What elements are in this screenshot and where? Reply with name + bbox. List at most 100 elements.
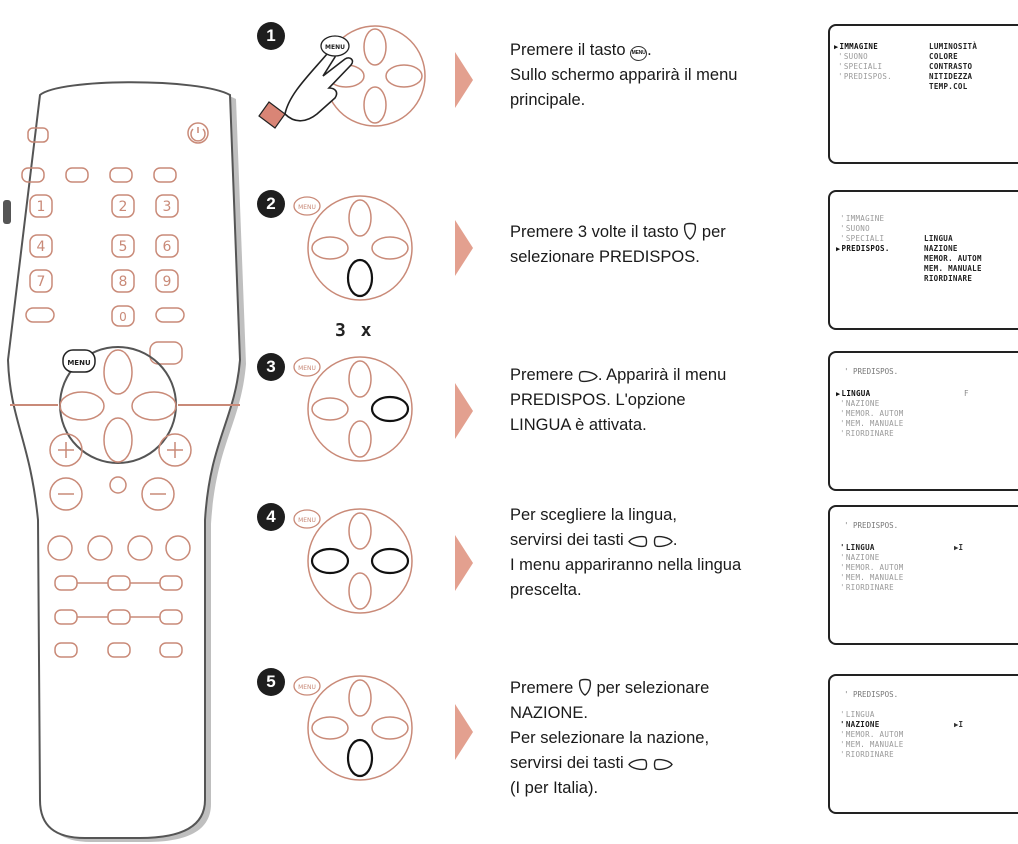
cursor-right-icon [370,395,410,423]
step-1: 1 MENU Premere il tasto MENU. Sullo sche… [255,14,1018,182]
step-3: 3 MENU Premere . Apparirà il menu PREDIS… [255,345,1018,513]
submenu-item: NITIDEZZA [929,72,973,81]
remote-control-illustration: 1 2 3 4 5 6 7 8 9 0 MENU [3,81,246,842]
menu-item: MEM. MANUALE [844,573,904,583]
step-instructions: Premere per selezionare NAZIONE. Per sel… [510,676,810,801]
instruction-line: Premere 3 volte il tasto per [510,222,726,241]
instruction-line: Premere . Apparirà il menu [510,366,727,384]
remote-key-0: 0 [119,310,127,324]
instruction-line: (I per Italia). [510,779,599,797]
menu-item: NAZIONE [844,553,904,563]
cursor-down-icon [346,258,374,298]
menu-item-active: IMMAGINE [840,42,892,52]
cursor-left-icon [628,758,648,771]
menu-item: PREDISPOS. [842,72,892,82]
menu-item: MEM. MANUALE [844,740,904,750]
submenu-item: TEMP.COL [929,82,968,91]
cursor-down-icon [346,738,374,778]
arrow-right-icon [455,52,473,108]
step-number: 5 [257,668,285,696]
menu-item: MEMOR. AUTOM [844,730,904,740]
menu-value: ▶I [954,720,964,729]
menu-list: LINGUA NAZIONE MEMOR. AUTOM MEM. MANUALE… [842,389,904,439]
screen-menu-title: PREDISPOS. [844,690,898,699]
submenu-item: RIORDINARE [924,274,973,283]
menu-item: LINGUA [844,710,904,720]
cursor-right-icon [370,547,410,575]
menu-list: LINGUA NAZIONE MEMOR. AUTOM MEM. MANUALE… [844,710,904,760]
cursor-down-icon [578,678,591,696]
menu-item-active: LINGUA [842,389,904,399]
menu-item: MEMOR. AUTOM [844,563,904,573]
arrow-right-icon [455,383,473,439]
step-instructions: Premere . Apparirà il menu PREDISPOS. L'… [510,363,810,438]
tv-screen: IMMAGINE SUONO SPECIALI PREDISPOS. LUMIN… [828,24,1018,164]
menu-key-label: MENU [325,44,345,51]
menu-right-list: LUMINOSITÀ COLORE CONTRASTO NITIDEZZA TE… [929,42,977,92]
step-number: 3 [257,353,285,381]
menu-item-selected: NAZIONE [844,720,904,730]
menu-value: ▶I [954,543,964,552]
menu-key-icon: MENU [630,46,648,61]
submenu-item: MEMOR. AUTOM [924,254,982,263]
menu-key-label: MENU [298,365,316,372]
menu-item: IMMAGINE [844,214,890,224]
cursor-pad-icon: MENU [293,356,413,462]
menu-key-label: MENU [298,684,316,691]
submenu-item: MEM. MANUALE [924,264,982,273]
step-instructions: Per scegliere la lingua, servirsi dei ta… [510,503,810,603]
remote-key-7: 7 [37,274,46,290]
instruction-line: principale. [510,91,586,109]
menu-item: SUONO [842,52,892,62]
menu-value: F [964,389,969,398]
menu-item: RIORDINARE [844,583,904,593]
remote-key-6: 6 [163,239,172,255]
instruction-line: servirsi dei tasti [510,751,810,776]
cursor-pad-icon: MENU [258,25,426,129]
menu-key-label: MENU [298,204,316,211]
arrow-right-icon [455,535,473,591]
menu-item: NAZIONE [844,399,904,409]
step-number: 2 [257,190,285,218]
step-number: 4 [257,503,285,531]
cursor-down-icon [684,222,697,240]
arrow-right-icon [455,704,473,760]
cursor-pad-icon: MENU [293,195,413,301]
value-cursor-icon: ▶ [954,720,959,729]
submenu-item: NAZIONE [924,244,958,253]
cursor-left-icon [310,547,350,575]
instruction-line: selezionare PREDISPOS. [510,248,700,266]
cursor-pad-icon: MENU [293,508,413,614]
instruction-line: prescelta. [510,581,582,599]
step-instructions: Premere 3 volte il tasto per selezionare… [510,220,810,270]
remote-key-5: 5 [119,239,128,255]
press-count: 3 x [335,320,374,341]
cursor-right-icon [653,535,673,548]
screen-menu-title: PREDISPOS. [844,521,898,530]
instruction-line: PREDISPOS. L'opzione [510,391,686,409]
step-instructions: Premere il tasto MENU. Sullo schermo app… [510,38,810,113]
menu-item: SPECIALI [844,234,890,244]
menu-list: LINGUA NAZIONE MEMOR. AUTOM MEM. MANUALE… [844,543,904,593]
instruction-line: Per selezionare la nazione, [510,729,710,747]
menu-item: RIORDINARE [844,750,904,760]
tv-screen: PREDISPOS. LINGUA NAZIONE MEMOR. AUTOM M… [828,351,1018,491]
remote-menu-key-label: MENU [67,359,91,367]
instruction-line: LINGUA è attivata. [510,416,647,434]
remote-key-1: 1 [37,199,46,215]
instruction-line: Sullo schermo apparirà il menu [510,66,738,84]
remote-key-2: 2 [119,199,128,215]
submenu-item: LUMINOSITÀ [929,42,978,51]
menu-item: MEMOR. AUTOM [844,409,904,419]
menu-left-list: IMMAGINE SUONO SPECIALI PREDISPOS. [842,214,890,254]
cursor-right-icon [653,758,673,771]
remote-key-8: 8 [119,274,128,290]
step-5: 5 MENU Premere per selezionare NAZIONE. … [255,660,1018,828]
hand-pointer-icon [258,50,354,129]
submenu-item: CONTRASTO [929,62,973,71]
submenu-item: COLORE [929,52,958,61]
instruction-line: Per scegliere la lingua, [510,506,677,524]
cursor-left-icon [628,535,648,548]
menu-item: MEM. MANUALE [844,419,904,429]
instruction-line: servirsi dei tasti . [510,531,678,549]
